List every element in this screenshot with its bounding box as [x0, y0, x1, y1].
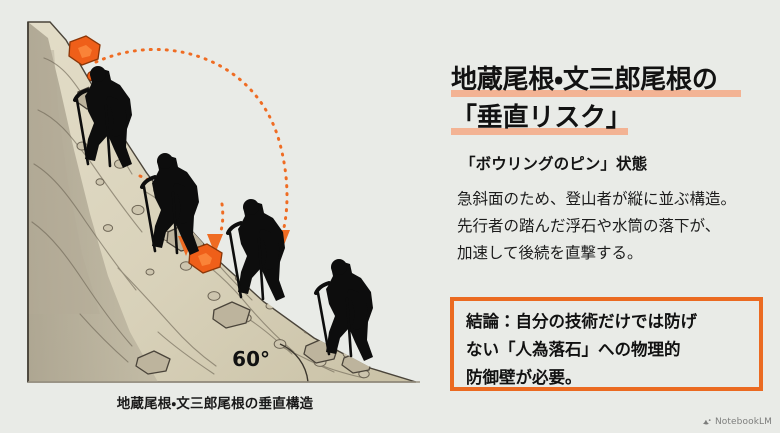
climber-silhouette-3	[226, 199, 285, 301]
climber-silhouette-2	[140, 153, 199, 255]
trekking-pole-1	[75, 98, 112, 168]
backpack-2	[173, 183, 194, 224]
headline-line-2-text: 「垂直リスク」	[451, 103, 632, 134]
body-copy: 急斜面のため、登山者が縦に並ぶ構造。 先行者の踏んだ浮石や水筒の落下が、 加速し…	[457, 186, 779, 267]
backpack-4	[347, 289, 368, 330]
backpack-3	[259, 229, 280, 270]
body-line-2: 先行者の踏んだ浮石や水筒の落下が、	[457, 217, 721, 235]
angle-arc	[279, 343, 309, 383]
conclusion-callout-box: 結論：自分の技術だけでは防げ ない「人為落石」への物理的 防御壁が必要。	[450, 297, 763, 391]
trekking-pole-4	[316, 291, 353, 358]
headline-line-1: 地蔵尾根・文三郎尾根の	[451, 61, 776, 99]
rockfall-arrowhead-lower	[207, 234, 223, 254]
steep-slope-diagram: 60°	[27, 21, 420, 383]
climber-silhouette-4	[314, 259, 373, 361]
watermark-label: NotebookLM	[714, 416, 772, 427]
arm-1	[73, 88, 90, 102]
backpack-1	[106, 96, 127, 137]
conclusion-line-2: ない「人為落石」への物理的	[466, 340, 681, 359]
slope-angle-label: 60°	[232, 347, 270, 371]
notebooklm-watermark: NotebookLM	[701, 416, 772, 427]
climber-silhouette-1	[73, 66, 132, 168]
conclusion-line-3: 防御壁が必要。	[466, 368, 582, 387]
conclusion-text: 結論：自分の技術だけでは防げ ない「人為落石」への物理的 防御壁が必要。	[466, 308, 758, 392]
figure-caption: 地蔵尾根・文三郎尾根の垂直構造	[116, 396, 314, 412]
subheading: 「ボウリングのピン」状態	[460, 155, 648, 173]
rockfall-trajectory-upper	[94, 48, 289, 238]
illustration-panel: 60° 地蔵尾根・文三郎尾根の垂直構造	[27, 21, 420, 412]
falling-rock-top	[68, 35, 101, 66]
text-panel: 地蔵尾根・文三郎尾根の 「垂直リスク」 「ボウリングのピン」状態 急斜面のため、…	[443, 0, 780, 433]
arm-4	[314, 281, 331, 295]
headline-line-2: 「垂直リスク」	[451, 99, 776, 137]
notebooklm-logo-icon	[702, 419, 711, 425]
page-title: 地蔵尾根・文三郎尾根の 「垂直リスク」	[451, 61, 776, 137]
trekking-pole-3	[228, 231, 265, 301]
conclusion-line-1: 結論：自分の技術だけでは防げ	[466, 312, 697, 331]
headline-line-1-text: 地蔵尾根・文三郎尾根の	[451, 65, 718, 96]
body-line-1: 急斜面のため、登山者が縦に並ぶ構造。	[457, 190, 737, 208]
headline-highlight-bar-2	[451, 128, 628, 136]
trekking-pole-2	[142, 185, 179, 255]
body-line-3: 加速して後続を直撃する。	[457, 244, 643, 262]
arm-2	[140, 175, 157, 189]
arm-3	[226, 221, 243, 235]
headline-highlight-bar-1	[451, 90, 741, 98]
